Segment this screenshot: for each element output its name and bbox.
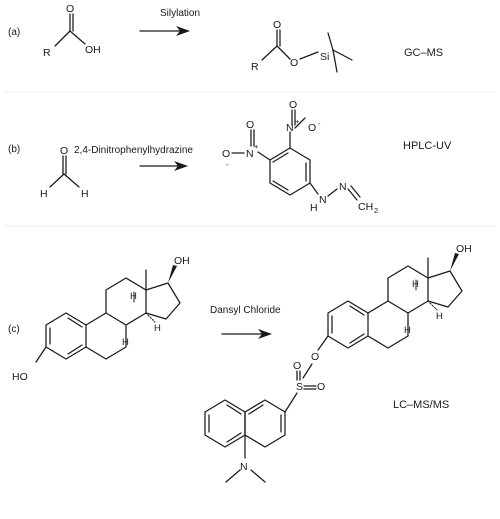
technique-gc-ms: GC–MS: [404, 47, 443, 59]
nitro1-o-double: O: [246, 119, 254, 131]
trimethylsilyl-ester-structure: O R O Si: [251, 19, 353, 73]
reagent-dansyl-chloride: Dansyl Chloride: [210, 305, 281, 316]
dansyl-estradiol-structure: OH H H H O S O O: [204, 243, 472, 483]
reaction-b-arrow: [139, 161, 188, 171]
sulfonyl-o-right: O: [317, 381, 325, 393]
technique-hplc-uv: HPLC-UV: [403, 140, 452, 152]
product-h-9: H: [404, 325, 411, 336]
reaction-b: (b) O H H 2,4-Dinitrophenylhydrazine: [8, 99, 452, 215]
aldehyde-o: O: [60, 145, 68, 157]
nitro1-n: N: [246, 148, 254, 160]
estradiol-17-oh: OH: [174, 255, 190, 267]
hydrazone-n: N: [339, 181, 347, 193]
sulfonyl-o-top: O: [293, 360, 301, 372]
acid-r-group: R: [43, 47, 51, 59]
reaction-a-arrow: [139, 26, 190, 36]
nitro1-plus: +: [254, 142, 259, 151]
sulfur-atom: S: [296, 381, 303, 393]
nitro2-o-minus: O: [308, 122, 316, 134]
estradiol-h-14: H: [154, 323, 161, 334]
estradiol-structure: HO OH H H H: [12, 255, 190, 383]
hydrazone-nh-h: H: [310, 202, 318, 214]
nitro2-o-double: O: [289, 99, 297, 111]
dimethylamino-n: N: [240, 461, 248, 473]
aldehyde-h-right: H: [81, 188, 89, 200]
reaction-a-label: (a): [8, 27, 20, 38]
aldehyde-h-left: H: [40, 188, 48, 200]
hydrazone-nh-n: N: [319, 194, 327, 206]
nitro2-plus: +: [295, 117, 300, 126]
product-17-oh: OH: [456, 243, 472, 255]
methylene-ch: CH: [358, 201, 373, 213]
product-h-8: H: [412, 279, 419, 290]
nitro2-n: N: [286, 122, 294, 134]
nitro1-minus: -: [226, 160, 229, 169]
estradiol-h-9: H: [122, 337, 129, 348]
carboxylic-acid-structure: O R OH: [43, 3, 101, 59]
sulfonate-ester-o: O: [311, 351, 319, 363]
reaction-c-label: (c): [8, 324, 20, 335]
reaction-c: (c) HO OH H H H: [8, 243, 472, 483]
acid-hydroxyl: OH: [85, 44, 101, 56]
technique-lc-ms-ms: LC–MS/MS: [393, 399, 449, 411]
methylene-subscript: 2: [374, 206, 378, 215]
nitro2-minus: -: [318, 119, 321, 128]
reagent-silylation: Silylation: [160, 8, 200, 19]
reagent-dnph: 2,4-Dinitrophenylhydrazine: [74, 145, 193, 156]
product-h-14: H: [436, 311, 443, 322]
reaction-c-arrow: [221, 329, 272, 339]
nitro1-o-minus: O: [222, 148, 230, 160]
ester-carbonyl-o: O: [273, 19, 281, 31]
dnph-hydrazone-structure: O N + O - O N + O - H N N CH 2: [222, 99, 378, 215]
ester-o: O: [290, 57, 298, 69]
estradiol-phenol-ho: HO: [12, 371, 28, 383]
reaction-b-label: (b): [8, 144, 20, 155]
estradiol-h-8: H: [130, 291, 137, 302]
acid-carbonyl-o: O: [66, 3, 74, 15]
ester-r-group: R: [251, 61, 259, 73]
formaldehyde-structure: O H H: [40, 145, 89, 200]
silicon-atom: Si: [320, 51, 329, 63]
reaction-a: (a) O R OH Silylation O R O: [8, 3, 443, 73]
